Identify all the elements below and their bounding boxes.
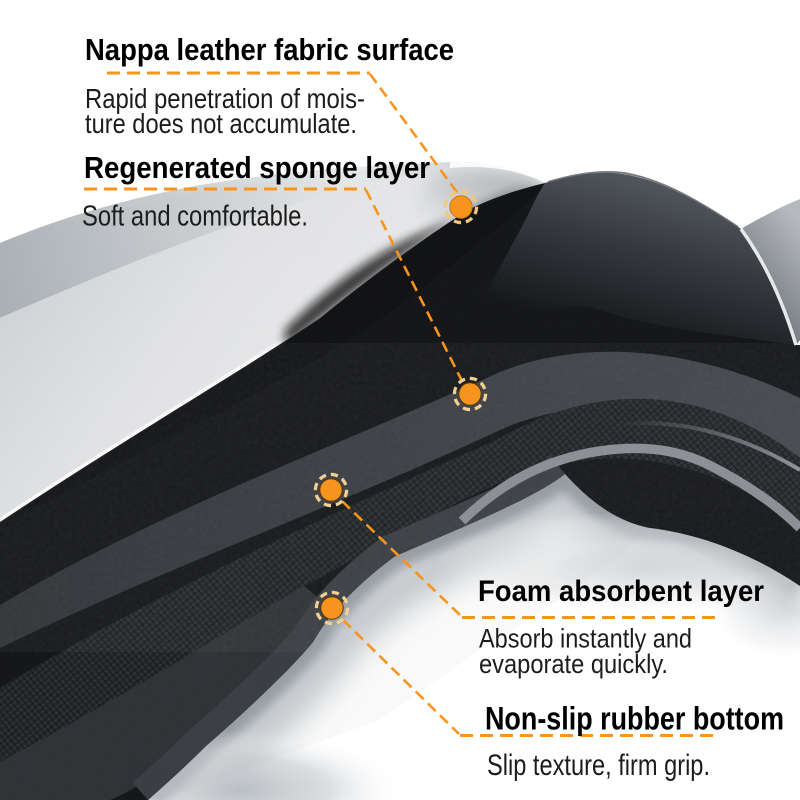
- svg-text:Rapid penetration of mois-: Rapid penetration of mois-: [85, 83, 365, 114]
- svg-text:Slip texture, firm grip.: Slip texture, firm grip.: [487, 749, 710, 782]
- svg-text:Nappa leather fabric surface: Nappa leather fabric surface: [85, 32, 454, 67]
- svg-text:evaporate quickly.: evaporate quickly.: [479, 649, 668, 679]
- svg-text:Foam absorbent layer: Foam absorbent layer: [478, 575, 764, 608]
- svg-text:Non-slip rubber bottom: Non-slip rubber bottom: [485, 701, 784, 737]
- svg-text:Regenerated sponge layer: Regenerated sponge layer: [84, 150, 430, 185]
- svg-text:ture does not accumulate.: ture does not accumulate.: [85, 108, 357, 139]
- svg-text:Absorb instantly and: Absorb instantly and: [479, 624, 692, 654]
- svg-text:Soft and comfortable.: Soft and comfortable.: [82, 201, 308, 233]
